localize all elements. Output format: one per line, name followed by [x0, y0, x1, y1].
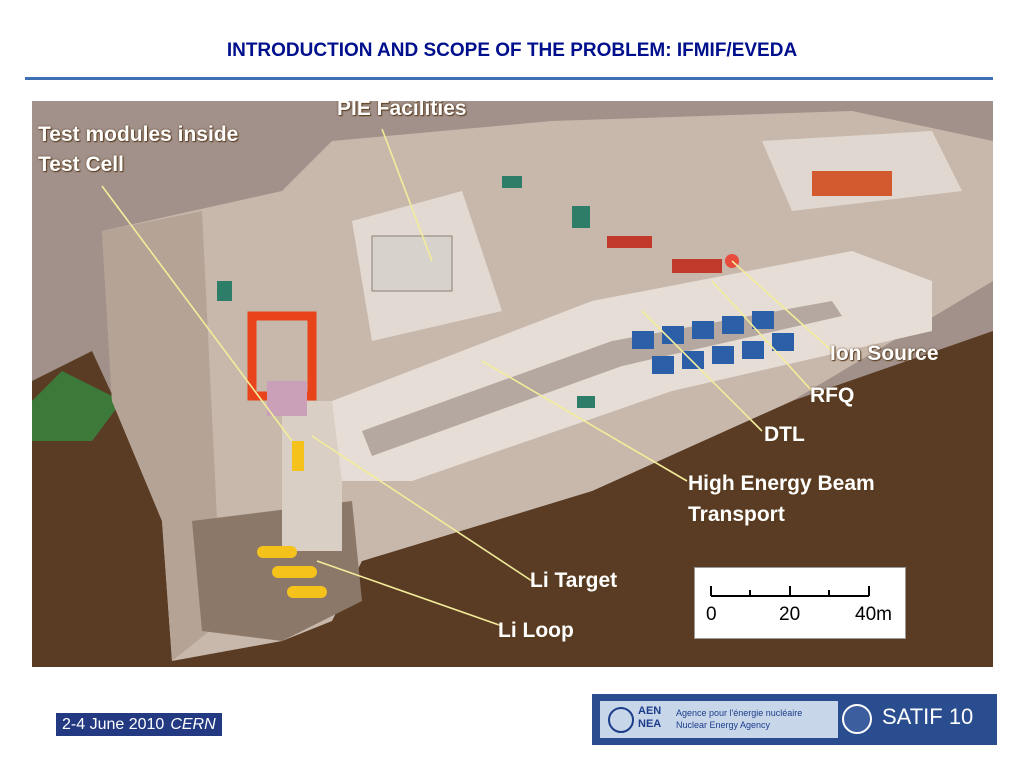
label-dtl: DTL	[764, 423, 805, 446]
nea-agency-names: Agence pour l'énergie nucléaire Nuclear …	[676, 707, 802, 731]
slide-title: INTRODUCTION AND SCOPE OF THE PROBLEM: I…	[226, 40, 798, 61]
nea-abbrev: AEN NEA	[638, 705, 661, 731]
label-test-modules-line2: Test Cell	[38, 153, 124, 176]
label-li-loop: Li Loop	[498, 619, 574, 642]
title-divider	[25, 77, 993, 80]
ifmif-facility-illustration: PIE Facilities Test modules inside Test …	[32, 101, 993, 667]
footer-date: 2-4 June 2010	[62, 716, 165, 733]
cern-logo-icon	[842, 704, 872, 734]
label-pie-facilities: PIE Facilities	[337, 101, 467, 120]
scale-bar-ruler	[710, 586, 870, 597]
label-hebt-line2: Transport	[688, 503, 785, 526]
footer-date-badge: 2-4 June 2010 CERN	[56, 713, 222, 736]
scale-tick-40m: 40m	[855, 604, 892, 625]
scale-tick-20: 20	[779, 604, 801, 625]
footer-venue: CERN	[170, 716, 216, 733]
conference-name: SATIF 10	[882, 704, 974, 729]
scale-bar: 0 20 40m	[694, 567, 906, 639]
nea-logo: AEN NEA Agence pour l'énergie nucléaire …	[600, 701, 838, 738]
nea-emblem-icon	[608, 707, 634, 733]
label-hebt-line1: High Energy Beam	[688, 472, 875, 495]
nea-abbrev-fr: AEN	[638, 705, 662, 717]
label-test-modules-line1: Test modules inside	[38, 123, 239, 146]
label-ion-source: Ion Source	[830, 342, 939, 365]
nea-abbrev-en: NEA	[638, 718, 662, 730]
footer-logo-strip: AEN NEA Agence pour l'énergie nucléaire …	[592, 694, 997, 745]
label-rfq: RFQ	[810, 384, 855, 407]
scale-tick-0: 0	[706, 604, 717, 625]
agency-name-en: Nuclear Energy Agency	[676, 720, 771, 730]
label-li-target: Li Target	[530, 569, 618, 592]
agency-name-fr: Agence pour l'énergie nucléaire	[676, 708, 803, 718]
